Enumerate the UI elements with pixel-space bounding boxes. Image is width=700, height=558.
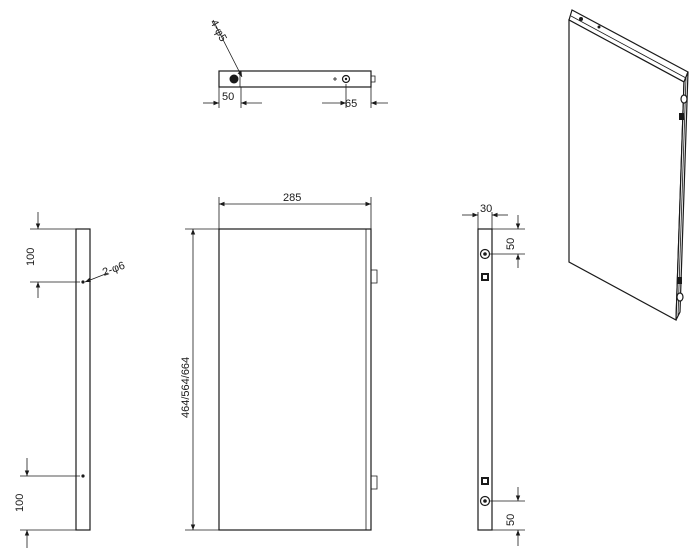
iso-hole-top	[680, 94, 688, 104]
iso-bracket-top	[679, 113, 684, 120]
front-view-outline	[218, 228, 372, 531]
top-view: 4-φ5 50 65	[203, 18, 388, 110]
dim-right-top: 50	[505, 238, 517, 250]
dim-top-right: 65	[345, 98, 357, 110]
left-side-view: 2-φ6 100 100	[14, 212, 127, 548]
iso-hole-bottom	[676, 292, 684, 302]
dim-right-width: 30	[480, 203, 492, 215]
top-view-bracket	[371, 75, 376, 83]
top-hole-callout: 4-φ5	[207, 18, 228, 44]
left-side-outline	[75, 228, 91, 531]
dim-top-left: 50	[222, 91, 234, 103]
iso-top-hole	[579, 17, 583, 21]
right-side-hole-bottom-center	[483, 499, 487, 503]
dim-left-bottom: 100	[14, 494, 26, 512]
hole-leader-line	[84, 272, 109, 283]
left-side-hole-top	[81, 280, 85, 284]
iso-bracket-bottom	[677, 277, 682, 284]
top-view-hole-left	[229, 74, 239, 84]
front-bracket-top	[371, 269, 378, 284]
iso-edge-line	[677, 77, 687, 317]
dim-right-bottom: 50	[505, 514, 517, 526]
right-side-outline	[477, 228, 493, 531]
left-side-hole-bottom	[81, 474, 85, 478]
right-side-bracket-top-slot	[483, 275, 487, 279]
front-view: 285 464/564/664	[180, 192, 378, 531]
top-view-outline	[218, 70, 372, 88]
iso-top-hole	[597, 25, 601, 29]
isometric-view	[568, 9, 689, 321]
right-side-view: 30 50 50	[462, 203, 525, 546]
dim-left-top: 100	[25, 248, 37, 266]
dim-front-width: 285	[283, 192, 301, 204]
dim-front-height: 464/564/664	[180, 357, 192, 418]
iso-edge-line	[570, 15, 687, 79]
right-side-bracket-bottom-slot	[483, 479, 487, 483]
front-bracket-bottom	[371, 475, 378, 490]
hole-leader-line	[212, 19, 243, 78]
right-side-hole-top-center	[483, 252, 487, 256]
top-view-hole-right-center	[344, 77, 348, 81]
left-hole-callout: 2-φ6	[101, 260, 127, 279]
